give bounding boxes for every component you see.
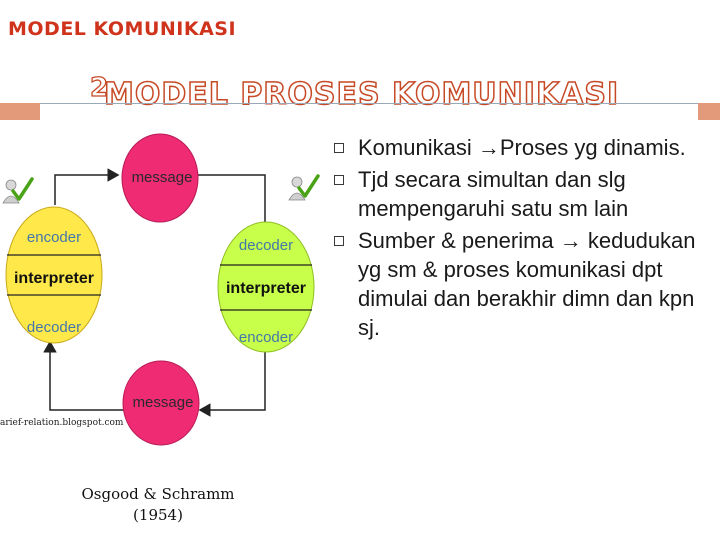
message-top-label: message <box>132 169 193 186</box>
section-header: MODEL KOMUNIKASI <box>8 18 237 40</box>
left-encoder-label: encoder <box>27 229 81 246</box>
person-checkmark-icon <box>288 174 320 201</box>
person-checkmark-icon <box>2 177 34 204</box>
arrow-to-bottom-message <box>198 350 266 417</box>
right-interpreter-label: interpreter <box>226 280 306 297</box>
diagram-watermark: arief-relation.blogspot.com <box>0 418 124 428</box>
right-participant-node <box>217 221 315 353</box>
left-participant-node <box>5 206 103 344</box>
square-bullet-icon <box>334 143 344 153</box>
diagram-caption: Osgood & Schramm (1954) <box>72 484 244 526</box>
caption-authors: Osgood & Schramm <box>81 485 235 503</box>
title-rule-line <box>40 103 720 104</box>
message-node-top <box>121 133 199 223</box>
square-bullet-icon <box>334 175 344 185</box>
arrow-to-top-message <box>54 168 120 205</box>
message-bottom-label: message <box>133 394 194 411</box>
bullet-text: Komunikasi →Proses yg dinamis. <box>358 135 686 160</box>
bullet-text: Sumber & penerima → kedudukan yg sm & pr… <box>358 228 696 340</box>
left-decoder-label: decoder <box>27 319 81 336</box>
right-encoder-label: encoder <box>239 329 293 346</box>
bullet-text: Tjd secara simultan dan slg mempengaruhi… <box>358 167 629 221</box>
arrow-to-left-decoder <box>43 340 125 411</box>
bullet-list: Komunikasi →Proses yg dinamis. Tjd secar… <box>332 133 712 345</box>
bullet-item: Sumber & penerima → kedudukan yg sm & pr… <box>332 226 712 342</box>
bullet-item: Tjd secara simultan dan slg mempengaruhi… <box>332 165 712 223</box>
right-decoder-label: decoder <box>239 237 293 254</box>
bullet-item: Komunikasi →Proses yg dinamis. <box>332 133 712 162</box>
slide-title: MODEL PROSES KOMUNIKASI <box>103 76 620 113</box>
communication-process-diagram: message message encoder interpreter deco… <box>2 133 320 446</box>
square-bullet-icon <box>334 236 344 246</box>
caption-year: (1954) <box>133 506 183 524</box>
title-rule-accent-left <box>0 103 40 120</box>
message-node-bottom <box>122 360 200 446</box>
slide-number: 2 <box>89 72 109 103</box>
title-rule-accent-right <box>698 103 720 120</box>
left-interpreter-label: interpreter <box>14 270 94 287</box>
